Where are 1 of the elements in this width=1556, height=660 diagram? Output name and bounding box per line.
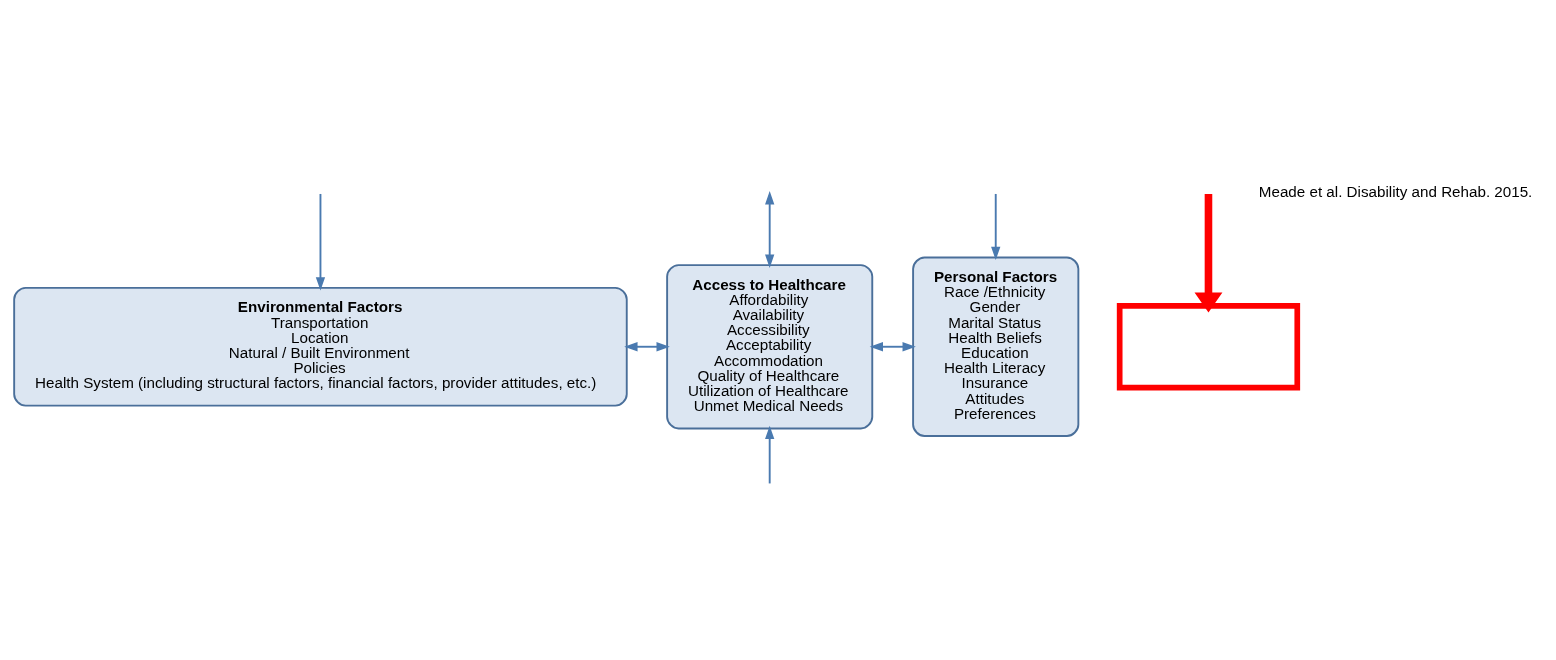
- label: Meade et al. Disability and Rehab. 2015.: [1258, 182, 1533, 200]
